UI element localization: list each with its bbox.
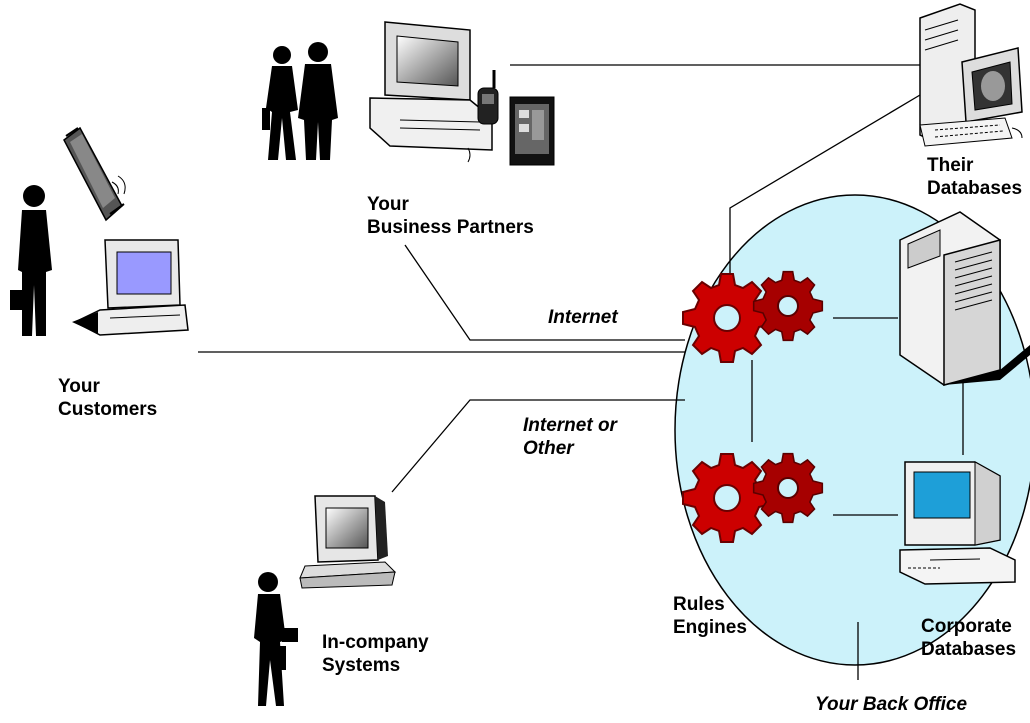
label-customers-line2: Customers xyxy=(58,399,158,420)
desktop-computer-icon xyxy=(369,21,493,151)
tower-server-icon xyxy=(899,211,1030,386)
desktop-computer-icon xyxy=(899,461,1016,585)
label-business-partners-line1: Your xyxy=(367,194,409,215)
label-corporate-databases-line1: Corporate xyxy=(921,616,1012,637)
gear-icon xyxy=(682,273,772,363)
label-business-partners-line2: Business Partners xyxy=(367,217,534,238)
label-rules-engines: Rules Engines xyxy=(673,593,747,639)
label-internet-or-other-line2: Other xyxy=(523,438,574,459)
label-their-databases-line2: Databases xyxy=(927,178,1023,199)
label-business-partners: Your Business Partners xyxy=(367,193,534,239)
line-incompany-other xyxy=(391,399,685,493)
label-in-company-line2: Systems xyxy=(322,655,401,676)
telephone-icon xyxy=(63,126,126,222)
label-internet-or-other-line1: Internet or xyxy=(523,415,617,436)
business-people-icon xyxy=(262,42,338,160)
label-corporate-databases: Corporate Databases xyxy=(921,615,1016,661)
businesswoman-icon xyxy=(254,572,298,706)
label-internet-or-other: Internet or Other xyxy=(523,414,617,460)
businessman-icon xyxy=(10,185,52,336)
label-rules-engines-line2: Engines xyxy=(673,617,747,638)
desktop-computer-icon xyxy=(72,239,189,336)
label-their-databases-line1: Their xyxy=(927,155,974,176)
pda-icon xyxy=(509,96,555,166)
label-corporate-databases-line2: Databases xyxy=(921,639,1017,660)
connection-lines xyxy=(198,64,964,680)
label-customers-line1: Your xyxy=(58,376,100,397)
gear-icon xyxy=(752,270,824,342)
desktop-computer-icon xyxy=(299,495,397,589)
label-back-office: Your Back Office xyxy=(815,694,968,715)
line-partners-internet xyxy=(404,244,685,341)
gear-icon xyxy=(752,452,824,524)
label-customers: Your Customers xyxy=(58,375,157,421)
line-rules-to-their-db xyxy=(729,94,921,275)
cell-phone-icon xyxy=(467,70,499,163)
label-rules-engines-line1: Rules xyxy=(673,594,725,615)
label-internet: Internet xyxy=(548,307,618,328)
label-in-company-line1: In-company xyxy=(322,632,429,653)
gear-icon xyxy=(682,453,772,543)
label-in-company-systems: In-company Systems xyxy=(322,631,429,677)
label-their-databases: Their Databases xyxy=(927,154,1022,200)
server-workstation-icon xyxy=(919,3,1023,147)
